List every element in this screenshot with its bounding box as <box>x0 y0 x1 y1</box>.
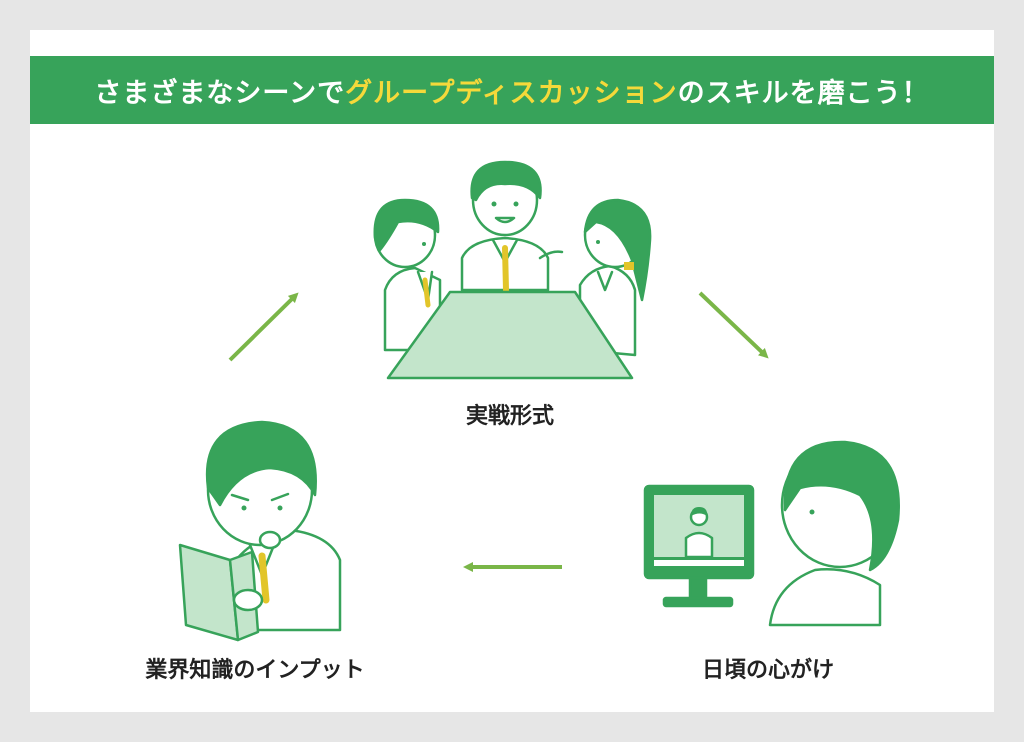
banner-prefix: さまざまなシーンで <box>94 77 346 109</box>
tv-illustration <box>643 440 900 627</box>
arrow-top-to-right <box>698 291 769 359</box>
banner-highlight: グループディスカッション <box>345 77 678 109</box>
meeting-illustration <box>373 160 652 380</box>
person-center <box>460 160 564 293</box>
step-label-left: 業界知識のインプット <box>145 658 365 683</box>
step-label-top: 実戦形式 <box>465 404 555 429</box>
arrow-left-to-top <box>228 292 299 362</box>
reading-illustration <box>178 420 342 642</box>
viewer-body <box>768 568 882 627</box>
reader-hand <box>232 588 264 612</box>
banner-suffix: のスキルを磨こう！ <box>677 77 930 109</box>
step-label-right: 日頃の心がけ <box>701 658 835 683</box>
title-banner: さまざまなシーンでグループディスカッションのスキルを磨こう！ <box>30 56 994 124</box>
meeting-table <box>386 290 634 380</box>
